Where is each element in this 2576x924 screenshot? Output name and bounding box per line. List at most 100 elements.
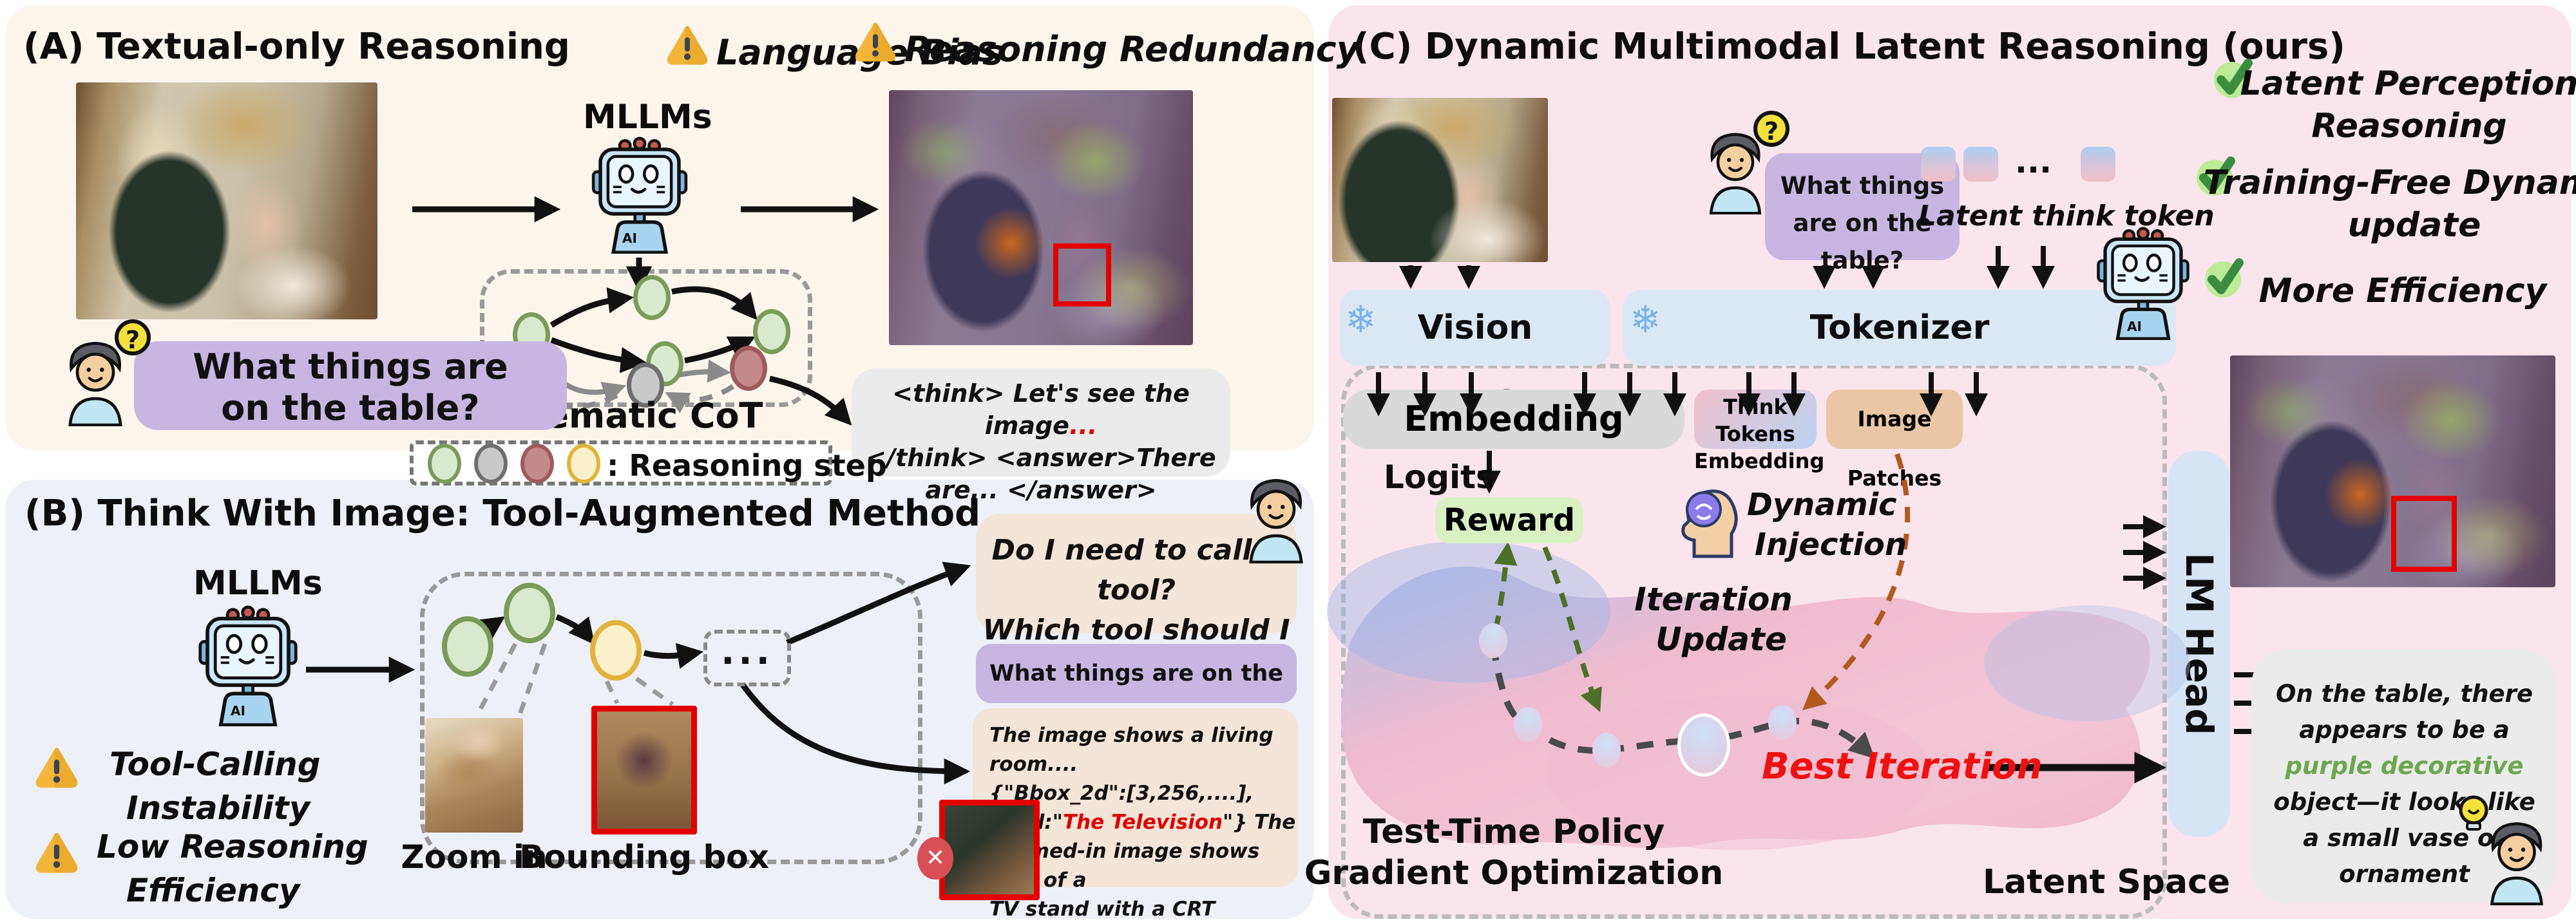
panel-a-title: (A) Textual-only Reasoning xyxy=(23,26,570,68)
tte-line1: Think Tokens xyxy=(1715,395,1795,446)
think-red-ellipsis: ... xyxy=(1069,411,1098,440)
reasoning-node-red xyxy=(730,346,767,391)
latent-think-token xyxy=(1963,147,1998,182)
think-line-2: </think> <answer>There xyxy=(866,444,1216,472)
question-line-1: What things are xyxy=(193,346,508,387)
snowflake-frozen-icon: ❄ xyxy=(1345,297,1377,341)
legend-node-yellow xyxy=(567,444,600,484)
think-line-3: are... </answer> xyxy=(925,476,1157,504)
answer-line1: The image shows a living room.... xyxy=(989,724,1274,776)
iteration-update-line2: Update xyxy=(1655,621,1787,658)
robot-ai-chip: AI xyxy=(231,703,245,719)
robot-mllm-icon xyxy=(589,137,690,254)
table-bounding-box xyxy=(2391,496,2457,572)
low-reasoning-efficiency-line1: Low Reasoning xyxy=(97,828,368,865)
tool-doubt-bubble: Do I need to call a tool? Which tool sho… xyxy=(976,514,1297,686)
answer-line5: TV stand with a CRT television... xyxy=(989,898,1216,921)
answer-line3-red: The Television xyxy=(1062,811,1223,834)
image-patches-box: Image Patches xyxy=(1826,390,1963,491)
test-time-policy-line2: Gradient Optimization xyxy=(1304,854,1724,892)
logits-label: Logits xyxy=(1384,458,1495,496)
bounding-box-crop-image xyxy=(591,706,697,834)
lightbulb-icon xyxy=(2459,795,2488,831)
panel-b-title: (B) Think With Image: Tool-Augmented Met… xyxy=(24,493,981,534)
legend-node-red xyxy=(520,444,554,484)
reward-box: Reward xyxy=(1435,497,1583,543)
ellipsis-node: ... xyxy=(703,630,791,686)
legend-node-gray xyxy=(474,444,508,484)
check-training-free-line2: update xyxy=(2347,206,2481,245)
confused-person-icon xyxy=(1240,473,1312,563)
check-latent-perception-line2: Reasoning xyxy=(2311,107,2507,146)
check-more-efficiency: More Efficiency xyxy=(2258,272,2547,310)
robot-ai-chip: AI xyxy=(622,231,637,246)
latent-think-token xyxy=(1921,147,1956,182)
legend-node-green xyxy=(428,444,461,484)
tool-calling-instability-line2: Instability xyxy=(126,789,310,827)
table-bounding-box xyxy=(1053,243,1111,306)
question-line-2: on the table? xyxy=(221,388,480,428)
reasoning-node-green xyxy=(753,309,790,354)
latent-think-token xyxy=(2081,147,2115,182)
lm-head-box: LM Head xyxy=(2168,451,2230,837)
warning-icon xyxy=(667,24,707,67)
question-bubble: What things are on the table? xyxy=(976,644,1297,746)
question-bubble: What things are on the table? xyxy=(134,341,567,430)
question-mark-icon: ? xyxy=(115,319,151,355)
low-reasoning-efficiency-line2: Efficiency xyxy=(126,872,300,909)
best-latent-dot xyxy=(1677,713,1730,777)
reasoning-node-green xyxy=(504,583,555,643)
final-answer-bubble: On the table, there appears to be a purp… xyxy=(2251,649,2557,903)
latent-space-label: Latent Space xyxy=(1983,863,2231,901)
snowflake-frozen-icon: ❄ xyxy=(1630,297,1661,341)
latent-iteration-dot xyxy=(1479,623,1507,658)
living-room-photo xyxy=(76,82,377,319)
think-text: <think> Let's see the image xyxy=(892,379,1190,440)
latent-iteration-dot xyxy=(1514,707,1542,742)
lm-head-label: LM Head xyxy=(2177,552,2221,735)
reasoning-step-legend: : Reasoning step xyxy=(410,440,887,486)
legend-label: : Reasoning step xyxy=(607,448,887,483)
bounding-box-label: Bounding box xyxy=(519,838,769,876)
attention-heatmap-image xyxy=(2230,355,2555,587)
best-iteration-label: Best Iteration xyxy=(1762,746,2043,787)
tool-calling-instability-line1: Tool-Calling xyxy=(110,746,321,783)
check-training-free-line1: Training-Free Dynamic xyxy=(2203,164,2576,202)
question-line-1: What things xyxy=(1780,172,1945,200)
dynamic-injection-brain-icon xyxy=(1681,489,1738,558)
warning-icon xyxy=(855,21,895,64)
tte-line2: Embedding xyxy=(1694,449,1825,473)
zoom-in-crop-image xyxy=(425,718,523,833)
idea-person-icon xyxy=(2481,816,2552,905)
test-time-policy-line1: Test-Time Policy xyxy=(1362,813,1665,851)
warning-icon xyxy=(36,746,77,791)
think-line-1: <think> Let's see the image... xyxy=(852,377,1230,442)
latent-iteration-dot xyxy=(1592,733,1621,768)
final-answer-part1: On the table, there appears to be a xyxy=(2276,680,2533,744)
check-latent-perception-line1: Latent Perception xyxy=(2240,64,2576,103)
wrong-cross-icon: ✕ xyxy=(917,837,953,880)
living-room-photo xyxy=(1332,98,1548,262)
zoom-in-label: Zoom in xyxy=(401,838,548,876)
latent-iteration-dot xyxy=(1768,705,1797,740)
check-icon xyxy=(2202,255,2244,301)
reasoning-node-yellow xyxy=(590,620,642,681)
answer-line3-post: "} The xyxy=(1223,811,1296,834)
robot-ai-chip: AI xyxy=(2127,319,2142,334)
final-answer-green: purple decorative xyxy=(2285,752,2524,780)
dynamic-injection-line2: Injection xyxy=(1755,527,1907,563)
token-ellipsis: ... xyxy=(2015,143,2052,180)
wrong-tv-crop-image xyxy=(939,800,1040,900)
panel-c-title: (C) Dynamic Multimodal Latent Reasoning … xyxy=(1353,26,2345,68)
robot-mllm-icon xyxy=(196,605,300,726)
warning-icon xyxy=(36,831,77,876)
tokenizer-box: Tokenizer xyxy=(1623,290,2176,366)
tool-doubt-line1: Do I need to call a tool? xyxy=(991,534,1281,607)
robot-mllm-icon xyxy=(2095,227,2191,340)
think-tokens-embedding-box: Think Tokens Embedding xyxy=(1694,390,1824,473)
iteration-update-line1: Iteration xyxy=(1634,581,1793,618)
embedding-box: Embedding xyxy=(1343,390,1684,449)
dynamic-injection-line1: Dynamic xyxy=(1747,487,1897,523)
mllms-label: MLLMs xyxy=(583,98,712,137)
